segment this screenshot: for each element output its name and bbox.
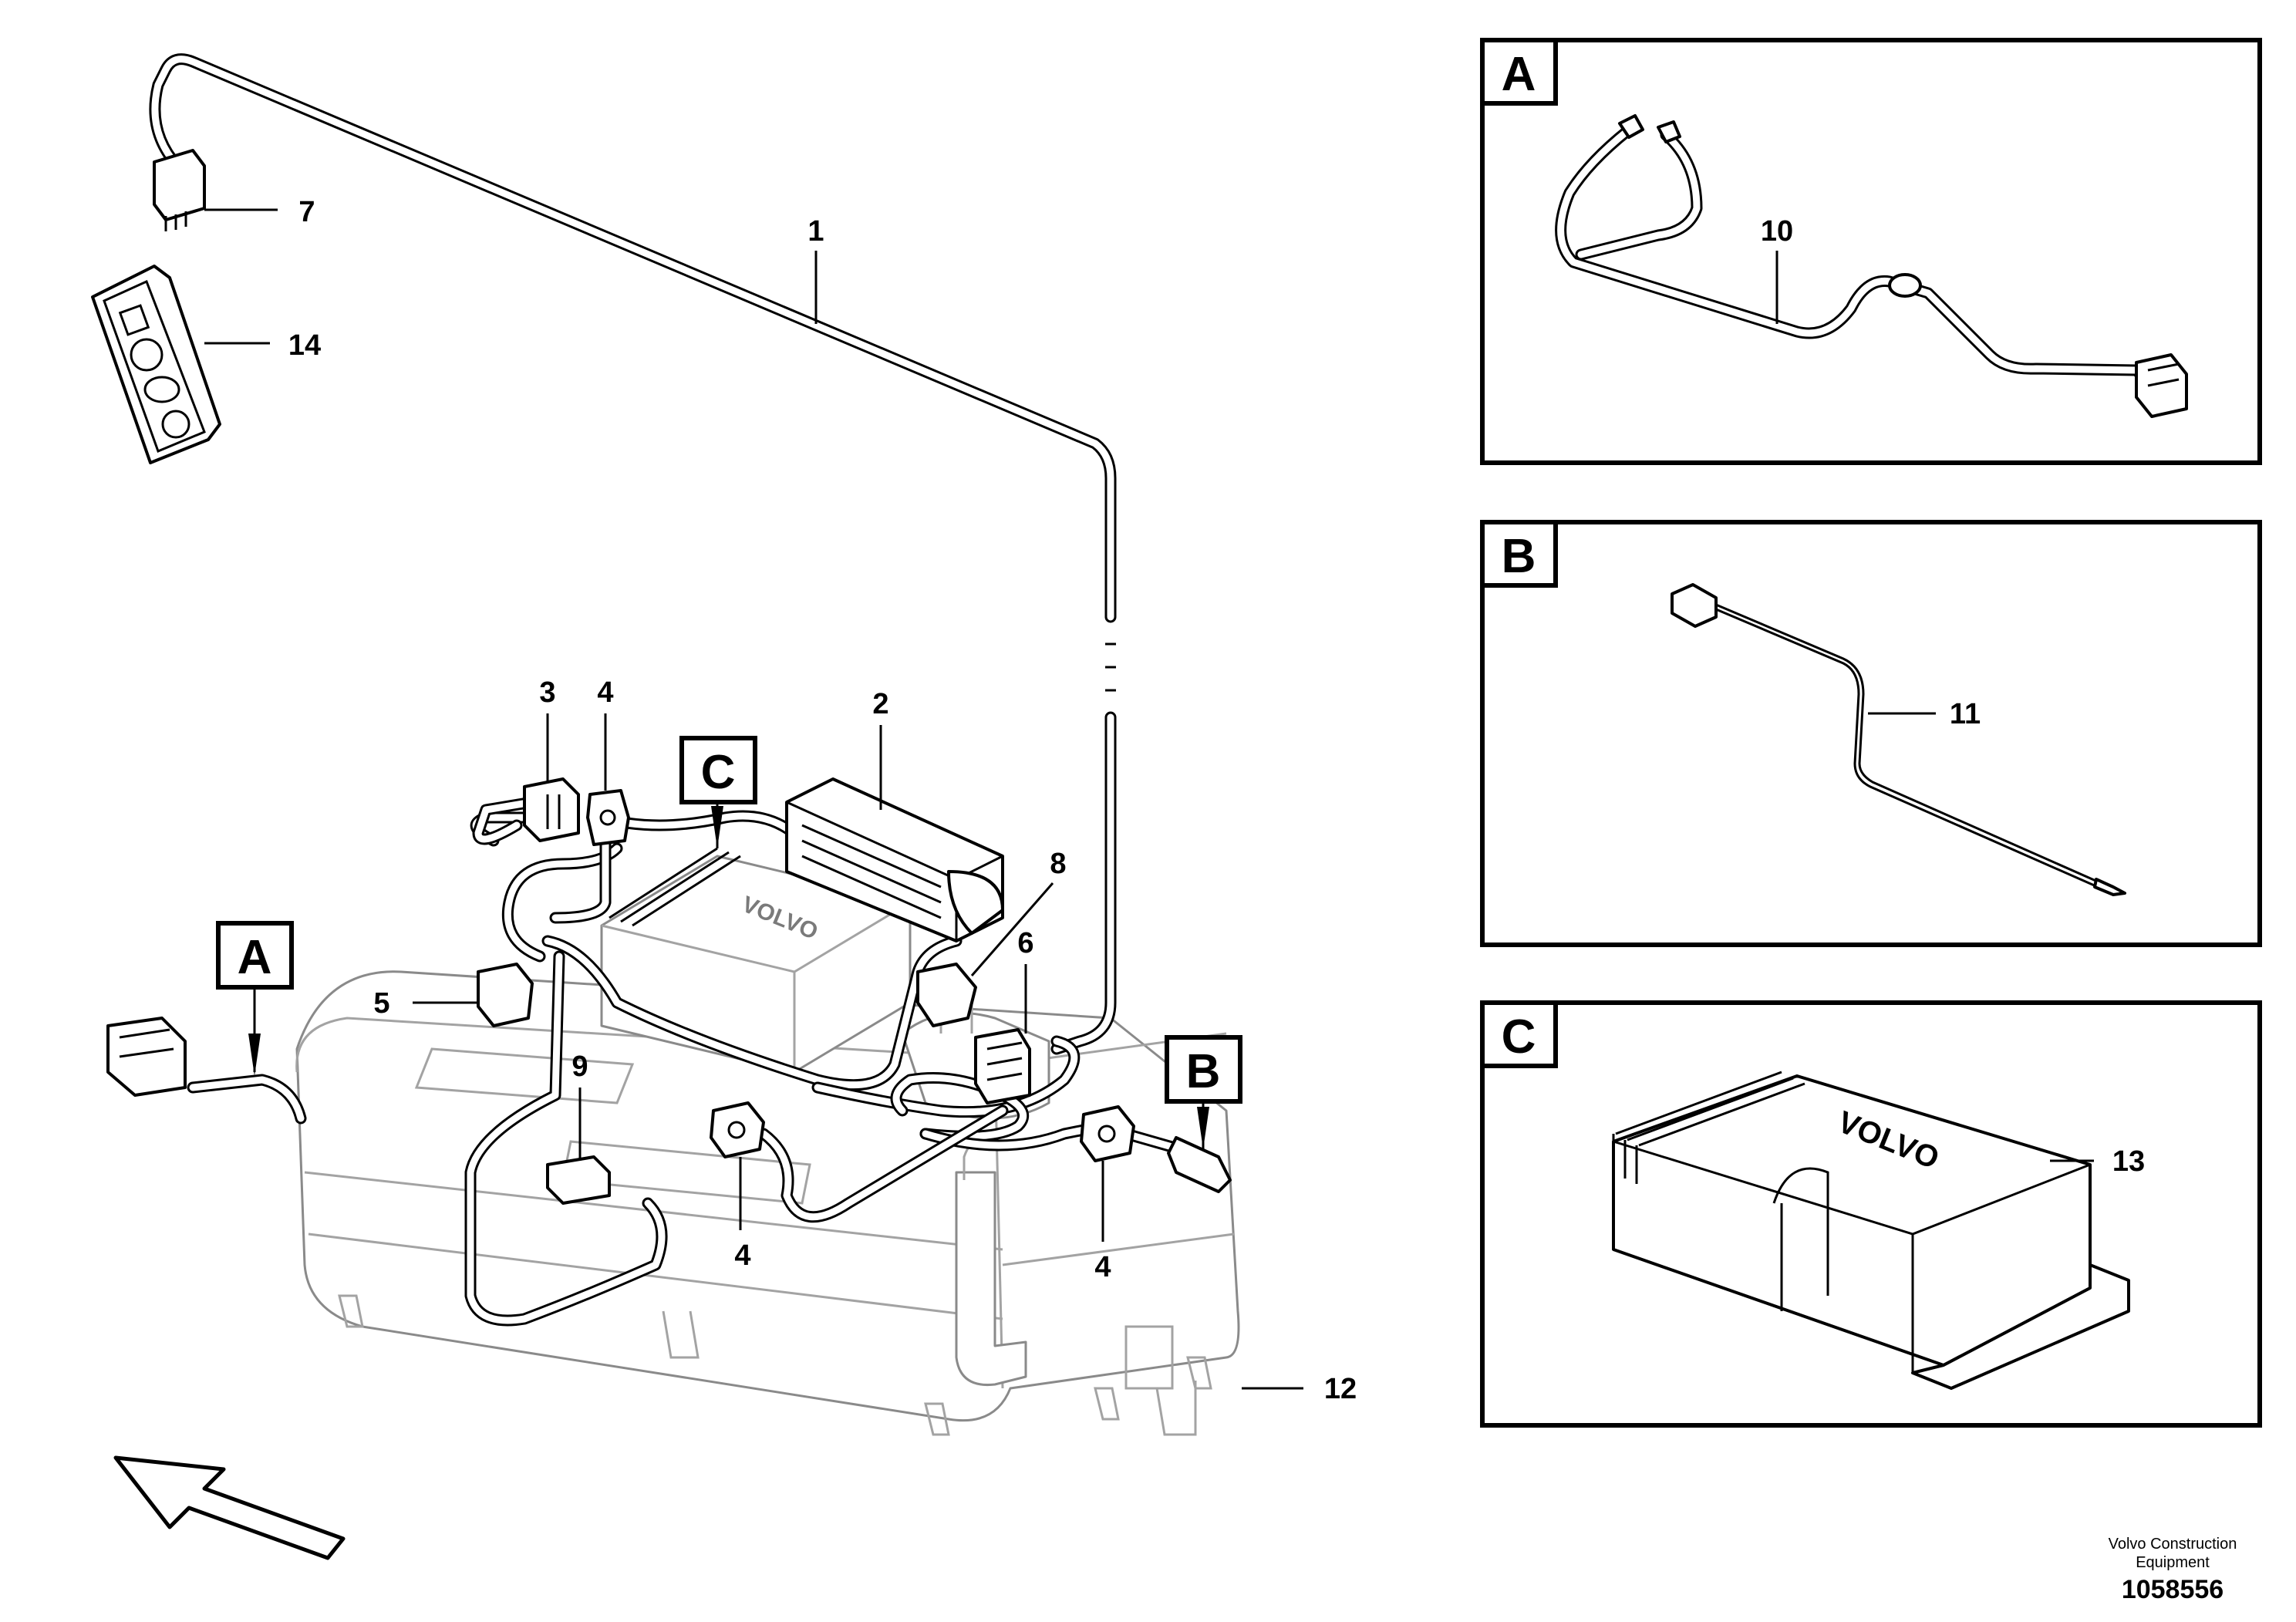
callout-1: 1 <box>807 215 824 248</box>
callout-7: 7 <box>298 196 315 228</box>
callout-11: 11 <box>1950 698 1981 730</box>
callout-8: 8 <box>1050 848 1066 880</box>
company-line-1: Volvo Construction <box>2108 1536 2237 1553</box>
callout-10: 10 <box>1761 215 1793 248</box>
direction-arrow <box>113 1455 346 1560</box>
callout-2: 2 <box>872 688 888 720</box>
connector-3 <box>523 777 580 842</box>
connector-5 <box>477 963 534 1027</box>
cable-10 <box>1555 114 2188 418</box>
detail-panel-c-label: C <box>1502 1010 1536 1064</box>
callout-9: 9 <box>571 1050 588 1083</box>
svg-text:A: A <box>238 931 272 984</box>
callout-6: 6 <box>1017 927 1033 959</box>
callout-numbers: 1 2 3 4 5 6 7 8 9 4 4 12 14 <box>288 196 1357 1405</box>
view-marker-a: A <box>216 921 294 990</box>
callout-14: 14 <box>288 329 321 362</box>
svg-text:B: B <box>1186 1045 1221 1098</box>
sensor-cable-11 <box>1671 583 2126 896</box>
connector-a-left <box>106 1017 187 1097</box>
callout-4-center: 4 <box>734 1239 750 1272</box>
control-panel-14 <box>91 265 221 464</box>
callout-12: 12 <box>1324 1373 1357 1405</box>
callout-5: 5 <box>373 987 389 1020</box>
connector-8 <box>916 963 977 1027</box>
callout-4-right: 4 <box>1094 1251 1111 1283</box>
callout-3: 3 <box>539 676 555 709</box>
leader-lines <box>204 208 1303 1390</box>
view-marker-pointers <box>248 802 1209 1149</box>
detail-panel-b: B 11 <box>1480 520 2262 947</box>
company-credit: Volvo Construction Equipment <box>2088 1535 2257 1572</box>
company-line-2: Equipment <box>2136 1554 2210 1571</box>
callout-4-top: 4 <box>597 676 613 709</box>
detail-panel-b-label: B <box>1502 530 1536 583</box>
view-marker-c: C <box>679 736 757 804</box>
detail-panel-a: A 10 <box>1480 38 2262 465</box>
connector-9 <box>546 1155 611 1205</box>
control-unit-13: VOLVO <box>1612 1071 2130 1390</box>
connector-2 <box>785 777 1004 943</box>
connector-4-top <box>586 789 630 846</box>
callout-13: 13 <box>2112 1145 2145 1178</box>
detail-panel-c: C VOLVO 13 <box>1480 1000 2262 1428</box>
view-marker-b: B <box>1165 1035 1242 1104</box>
connector-6 <box>974 1028 1031 1104</box>
relay-7 <box>153 149 206 231</box>
detail-panel-a-label: A <box>1502 48 1536 101</box>
drawing-number: 1058556 <box>2121 1575 2224 1604</box>
cable-harness-1 <box>149 53 1117 1055</box>
connector-4-center <box>710 1101 765 1158</box>
connector-4-right <box>1080 1105 1135 1162</box>
sensor-b <box>1167 1136 1232 1193</box>
svg-text:C: C <box>701 746 736 799</box>
